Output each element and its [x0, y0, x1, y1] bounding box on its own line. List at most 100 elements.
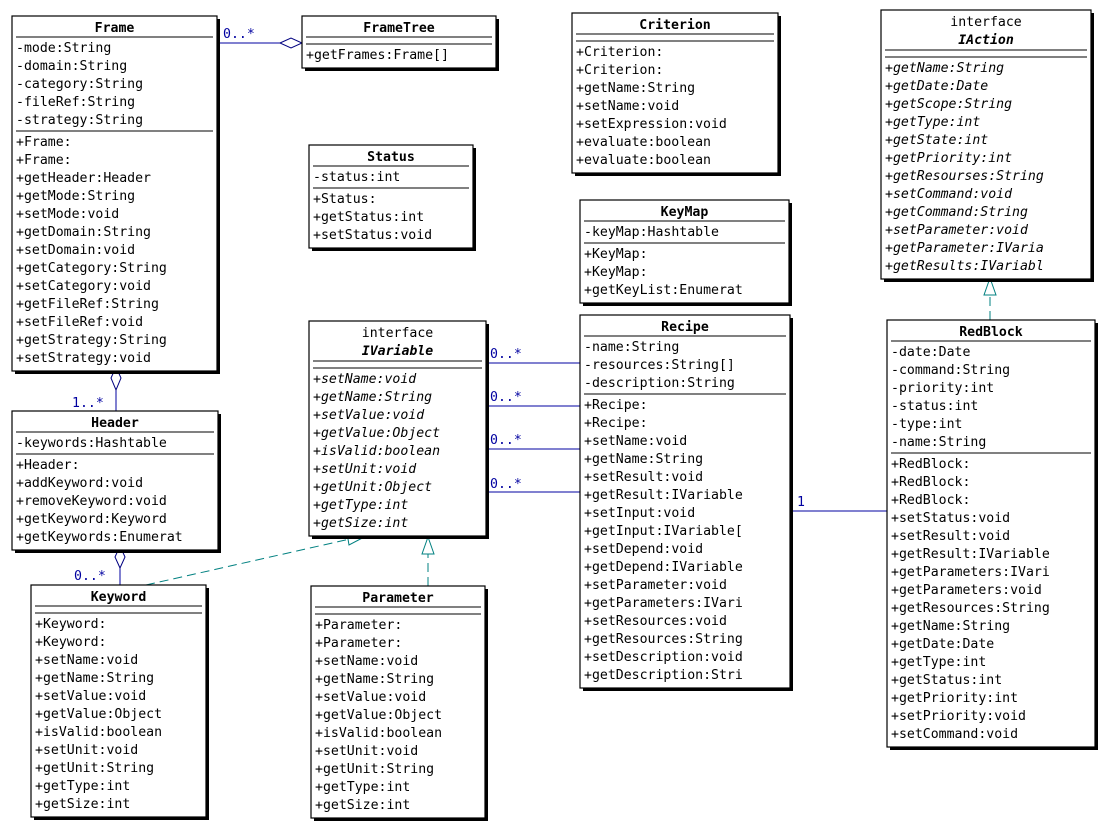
operation-getresources-string: +getResources:String [584, 632, 743, 647]
class-box [579, 199, 790, 304]
operation-addkeyword-void: +addKeyword:void [16, 476, 143, 491]
attribute-strategy-string: -strategy:String [16, 113, 143, 128]
class-name: Recipe [661, 319, 709, 335]
class-box [310, 585, 486, 819]
operation-setparameter-void: +setParameter:void [584, 578, 727, 593]
operation-setstrategy-void: +setStrategy:void [16, 351, 151, 366]
operation-getname-string: +getName:String [891, 619, 1010, 634]
operation-getstrategy-string: +getStrategy:String [16, 333, 167, 348]
operation-setresult-void: +setResult:void [891, 529, 1010, 544]
operation-getheader-header: +getHeader:Header [16, 171, 151, 186]
multiplicity-ivariable-recipe-1: 0..* [490, 347, 522, 362]
multiplicity-header-keyword: 0..* [74, 569, 106, 584]
operation-gettype-int: +getType:int [313, 498, 408, 513]
operation-setdepend-void: +setDepend:void [584, 542, 703, 557]
operation-status: +Status: [313, 192, 377, 207]
operation-setcategory-void: +setCategory:void [16, 279, 151, 294]
operation-setresult-void: +setResult:void [584, 470, 703, 485]
operation-setmode-void: +setMode:void [16, 207, 119, 222]
operation-getunit-string: +getUnit:String [35, 761, 154, 776]
operation-getname-string: +getName:String [885, 61, 1004, 76]
operation-getunit-string: +getUnit:String [315, 762, 434, 777]
class-ivariable[interactable]: interfaceIVariable+setName:void+getName:… [308, 320, 489, 539]
operation-getcategory-string: +getCategory:String [16, 261, 167, 276]
operation-parameter: +Parameter: [315, 618, 402, 633]
class-box [571, 12, 779, 174]
attribute-keymap-hashtable: -keyMap:Hashtable [584, 225, 719, 240]
operation-getcommand-string: +getCommand:String [885, 205, 1028, 220]
class-recipe[interactable]: Recipe-name:String-resources:String[]-de… [579, 314, 793, 691]
class-frametree[interactable]: FrameTree+getFrames:Frame[] [301, 15, 499, 71]
operation-getpriority-int: +getPriority:int [891, 691, 1018, 706]
operation-recipe: +Recipe: [584, 398, 648, 413]
operation-getdate-date: +getDate:Date [885, 79, 988, 94]
operation-getname-string: +getName:String [315, 672, 434, 687]
attribute-fileref-string: -fileRef:String [16, 95, 135, 110]
operation-keymap: +KeyMap: [584, 247, 648, 262]
class-parameter[interactable]: Parameter+Parameter:+Parameter:+setName:… [310, 585, 488, 821]
class-name: Header [91, 416, 139, 431]
operation-getresult-ivariable: +getResult:IVariable [891, 547, 1050, 562]
attribute-name-string: -name:String [891, 435, 986, 450]
operation-getresults-ivariabl: +getResults:IVariabl [885, 259, 1044, 274]
operation-getresult-ivariable: +getResult:IVariable [584, 488, 743, 503]
operation-setname-void: +setName:void [584, 434, 687, 449]
class-header[interactable]: Header -keywords:Hashtable +Header: +addKey… [11, 410, 221, 553]
operation-getunit-object: +getUnit:Object [313, 480, 432, 495]
attribute-type-int: -type:int [891, 417, 962, 432]
operation-getname-string: +getName:String [576, 81, 695, 96]
operation-evaluate-boolean: +evaluate:boolean [576, 135, 711, 150]
attribute-status-int: -status:int [313, 170, 400, 185]
operation-getmode-string: +getMode:String [16, 189, 135, 204]
class-iaction[interactable]: interfaceIAction+getName:String+getDate:… [880, 9, 1094, 282]
attribute-domain-string: -domain:String [16, 59, 127, 74]
attribute-command-string: -command:String [891, 363, 1010, 378]
multiplicity-recipe-redblock: 1 [797, 495, 805, 510]
operation-getsize-int: +getSize:int [313, 516, 408, 531]
operation-isvalid-boolean: +isValid:boolean [35, 725, 162, 740]
operation-setinput-void: +setInput:void [584, 506, 695, 521]
parameter-realization-arrowhead [421, 535, 435, 555]
class-box [301, 15, 497, 69]
operation-header: +Header: [16, 458, 80, 473]
class-name: Keyword [91, 590, 147, 605]
operation-setunit-void: +setUnit:void [315, 744, 418, 759]
operation-frame: +Frame: [16, 153, 72, 168]
connectors [110, 37, 997, 586]
operation-redblock: +RedBlock: [891, 493, 970, 508]
redblock-realization-arrowhead [983, 276, 997, 296]
operation-setdomain-void: +setDomain:void [16, 243, 135, 258]
operation-getframes-frame: +getFrames:Frame[] [306, 48, 449, 63]
operation-isvalid-boolean: +isValid:boolean [315, 726, 442, 741]
operation-frame: +Frame: [16, 135, 72, 150]
operation-redblock: +RedBlock: [891, 475, 970, 490]
operation-evaluate-boolean: +evaluate:boolean [576, 153, 711, 168]
class-criterion[interactable]: Criterion+Criterion:+Criterion:+getName:… [571, 12, 781, 176]
operation-gettype-int: +getType:int [891, 655, 986, 670]
operation-getdomain-string: +getDomain:String [16, 225, 151, 240]
operation-parameter: +Parameter: [315, 636, 402, 651]
class-name: Status [367, 150, 415, 165]
operation-getkeyword-keyword: +getKeyword:Keyword [16, 512, 167, 527]
class-keyword[interactable]: Keyword+Keyword:+Keyword:+setName:void+g… [30, 584, 209, 820]
operation-setvalue-void: +setValue:void [35, 689, 146, 704]
operation-getvalue-object: +getValue:Object [35, 707, 162, 722]
class-redblock[interactable]: RedBlock-date:Date-command:String-priori… [886, 319, 1098, 750]
class-box [880, 9, 1092, 280]
class-keymap[interactable]: KeyMap-keyMap:Hashtable+KeyMap:+KeyMap:+… [579, 199, 792, 306]
class-box [30, 584, 207, 818]
operation-setstatus-void: +setStatus:void [313, 228, 432, 243]
operation-setunit-void: +setUnit:void [35, 743, 138, 758]
frametree-aggregation-diamond [278, 37, 304, 49]
class-name: RedBlock [959, 325, 1023, 340]
class-frame[interactable]: Frame-mode:String-domain:String-category… [11, 15, 220, 374]
operation-setexpression-void: +setExpression:void [576, 117, 727, 132]
operation-setcommand-void: +setCommand:void [885, 187, 1013, 202]
class-box [579, 314, 791, 689]
operation-setpriority-void: +setPriority:void [891, 709, 1026, 724]
attribute-keywords-hashtable: -keywords:Hashtable [16, 436, 167, 451]
class-status[interactable]: Status-status:int+Status:+getStatus:int+… [308, 144, 476, 251]
operation-getscope-string: +getScope:String [885, 97, 1012, 112]
operation-setdescription-void: +setDescription:void [584, 650, 743, 665]
class-stereotype: interface [950, 15, 1022, 30]
